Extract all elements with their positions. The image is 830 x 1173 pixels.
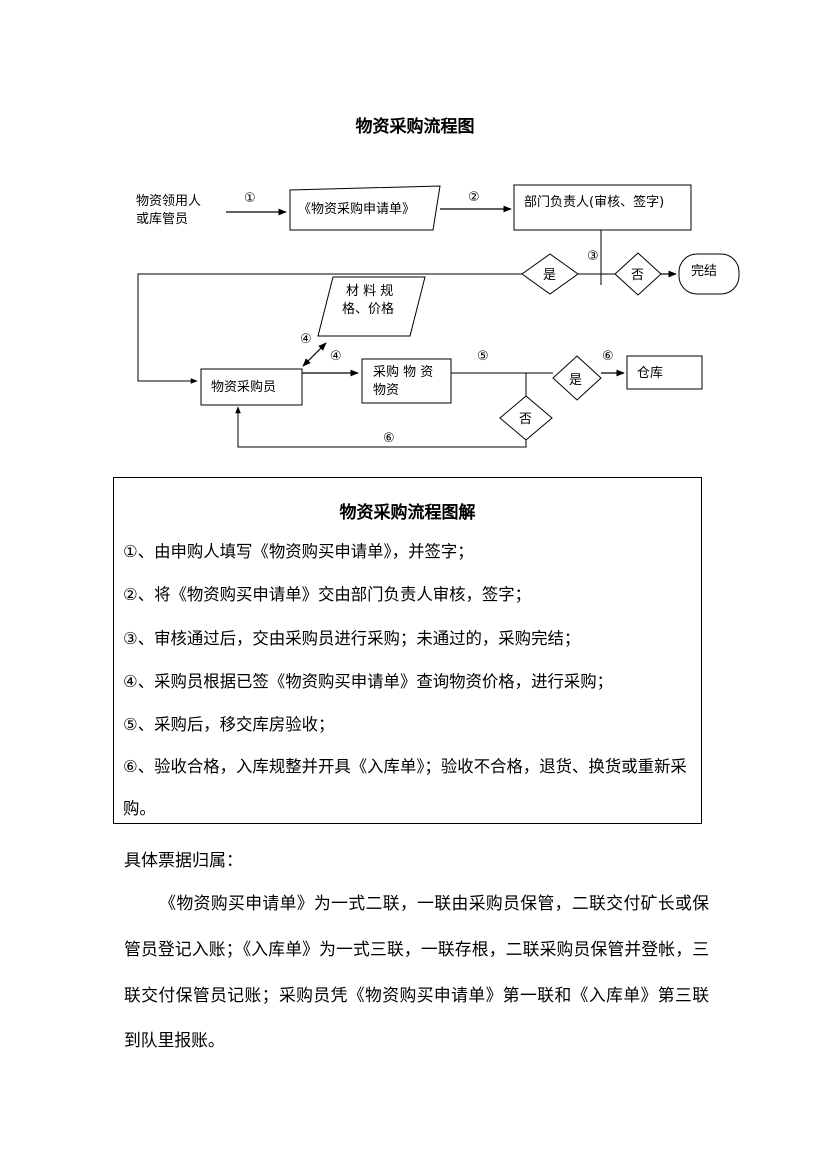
purchase-box (361, 358, 452, 404)
explanation-step-4: ④、采购员根据已签《物资购买申请单》查询物资价格，进行采购； (123, 672, 614, 691)
page-title: 物资采购流程图 (355, 117, 475, 137)
edge-label-3: ③ (587, 249, 599, 264)
edge-spec-buyer (302, 342, 327, 367)
dept-head-box (513, 184, 692, 231)
explanation-step-6: ⑥、验收合格，入库规整并开具《入库单》；验收不合格，退货、换货或重新采购。 (123, 757, 687, 818)
explanation-step-1: ①、由申购人填写《物资购买申请单》，并签字； (123, 542, 474, 561)
decision-yes-1-label: 是 (543, 268, 556, 283)
flowchart: 物资领用人 或库管员 ① 《物资采购申请单》 ② 部门负责人(审核、签字) ③ … (136, 184, 740, 448)
edge-yes1-to-buyer (137, 273, 522, 384)
edge-label-6b: ⑥ (383, 431, 395, 446)
end-terminal (678, 253, 740, 295)
edge-label-5: ⑤ (477, 349, 489, 364)
explanation-step-2: ②、将《物资购买申请单》交由部门负责人审核，签字； (123, 585, 532, 604)
purchase-label: 采购 物 资 物资 (373, 364, 437, 398)
warehouse-box (626, 355, 703, 390)
requester-label: 物资领用人 或库管员 (136, 194, 205, 227)
explanation-title: 物资采购流程图解 (339, 503, 476, 523)
buyer-label: 物资采购员 (211, 379, 276, 395)
explanation-box: 物资采购流程图解 ①、由申购人填写《物资购买申请单》，并签字； ②、将《物资购买… (113, 477, 702, 824)
warehouse-label: 仓库 (637, 365, 663, 381)
edge-label-2: ② (468, 190, 480, 205)
receipts-body: 《物资购买申请单》为一式二联，一联由采购员保管，二联交付矿长或保管员登记入账；《… (124, 893, 709, 1051)
decision-no-2-label: 否 (519, 412, 532, 427)
edge-no2-to-buyer (235, 406, 527, 448)
end-label: 完结 (691, 264, 717, 279)
material-spec-label: 材 料 规 格、价格 (342, 284, 397, 317)
request-form-label: 《物资采购申请单》 (298, 201, 415, 217)
dept-head-label: 部门负责人(审核、签字) (524, 194, 664, 210)
edge-label-1: ① (244, 191, 256, 206)
decision-no-1-label: 否 (631, 268, 644, 283)
edge-label-6a: ⑥ (602, 349, 614, 364)
buyer-box (200, 368, 303, 406)
edge-label-4b: ④ (330, 349, 342, 364)
material-spec-box (317, 276, 426, 337)
edge-label-4a: ④ (300, 332, 312, 347)
receipts-title: 具体票据归属： (124, 851, 243, 871)
explanation-step-5: ⑤、采购后，移交库房验收； (123, 715, 335, 734)
explanation-step-3: ③、审核通过后，交由采购员进行采购；未通过的，采购完结； (123, 629, 581, 648)
request-form-box (289, 185, 441, 231)
decision-yes-2-label: 是 (569, 373, 582, 388)
decision-yes-1 (521, 253, 579, 295)
decision-no-1 (614, 252, 662, 296)
decision-yes-2 (552, 355, 602, 401)
